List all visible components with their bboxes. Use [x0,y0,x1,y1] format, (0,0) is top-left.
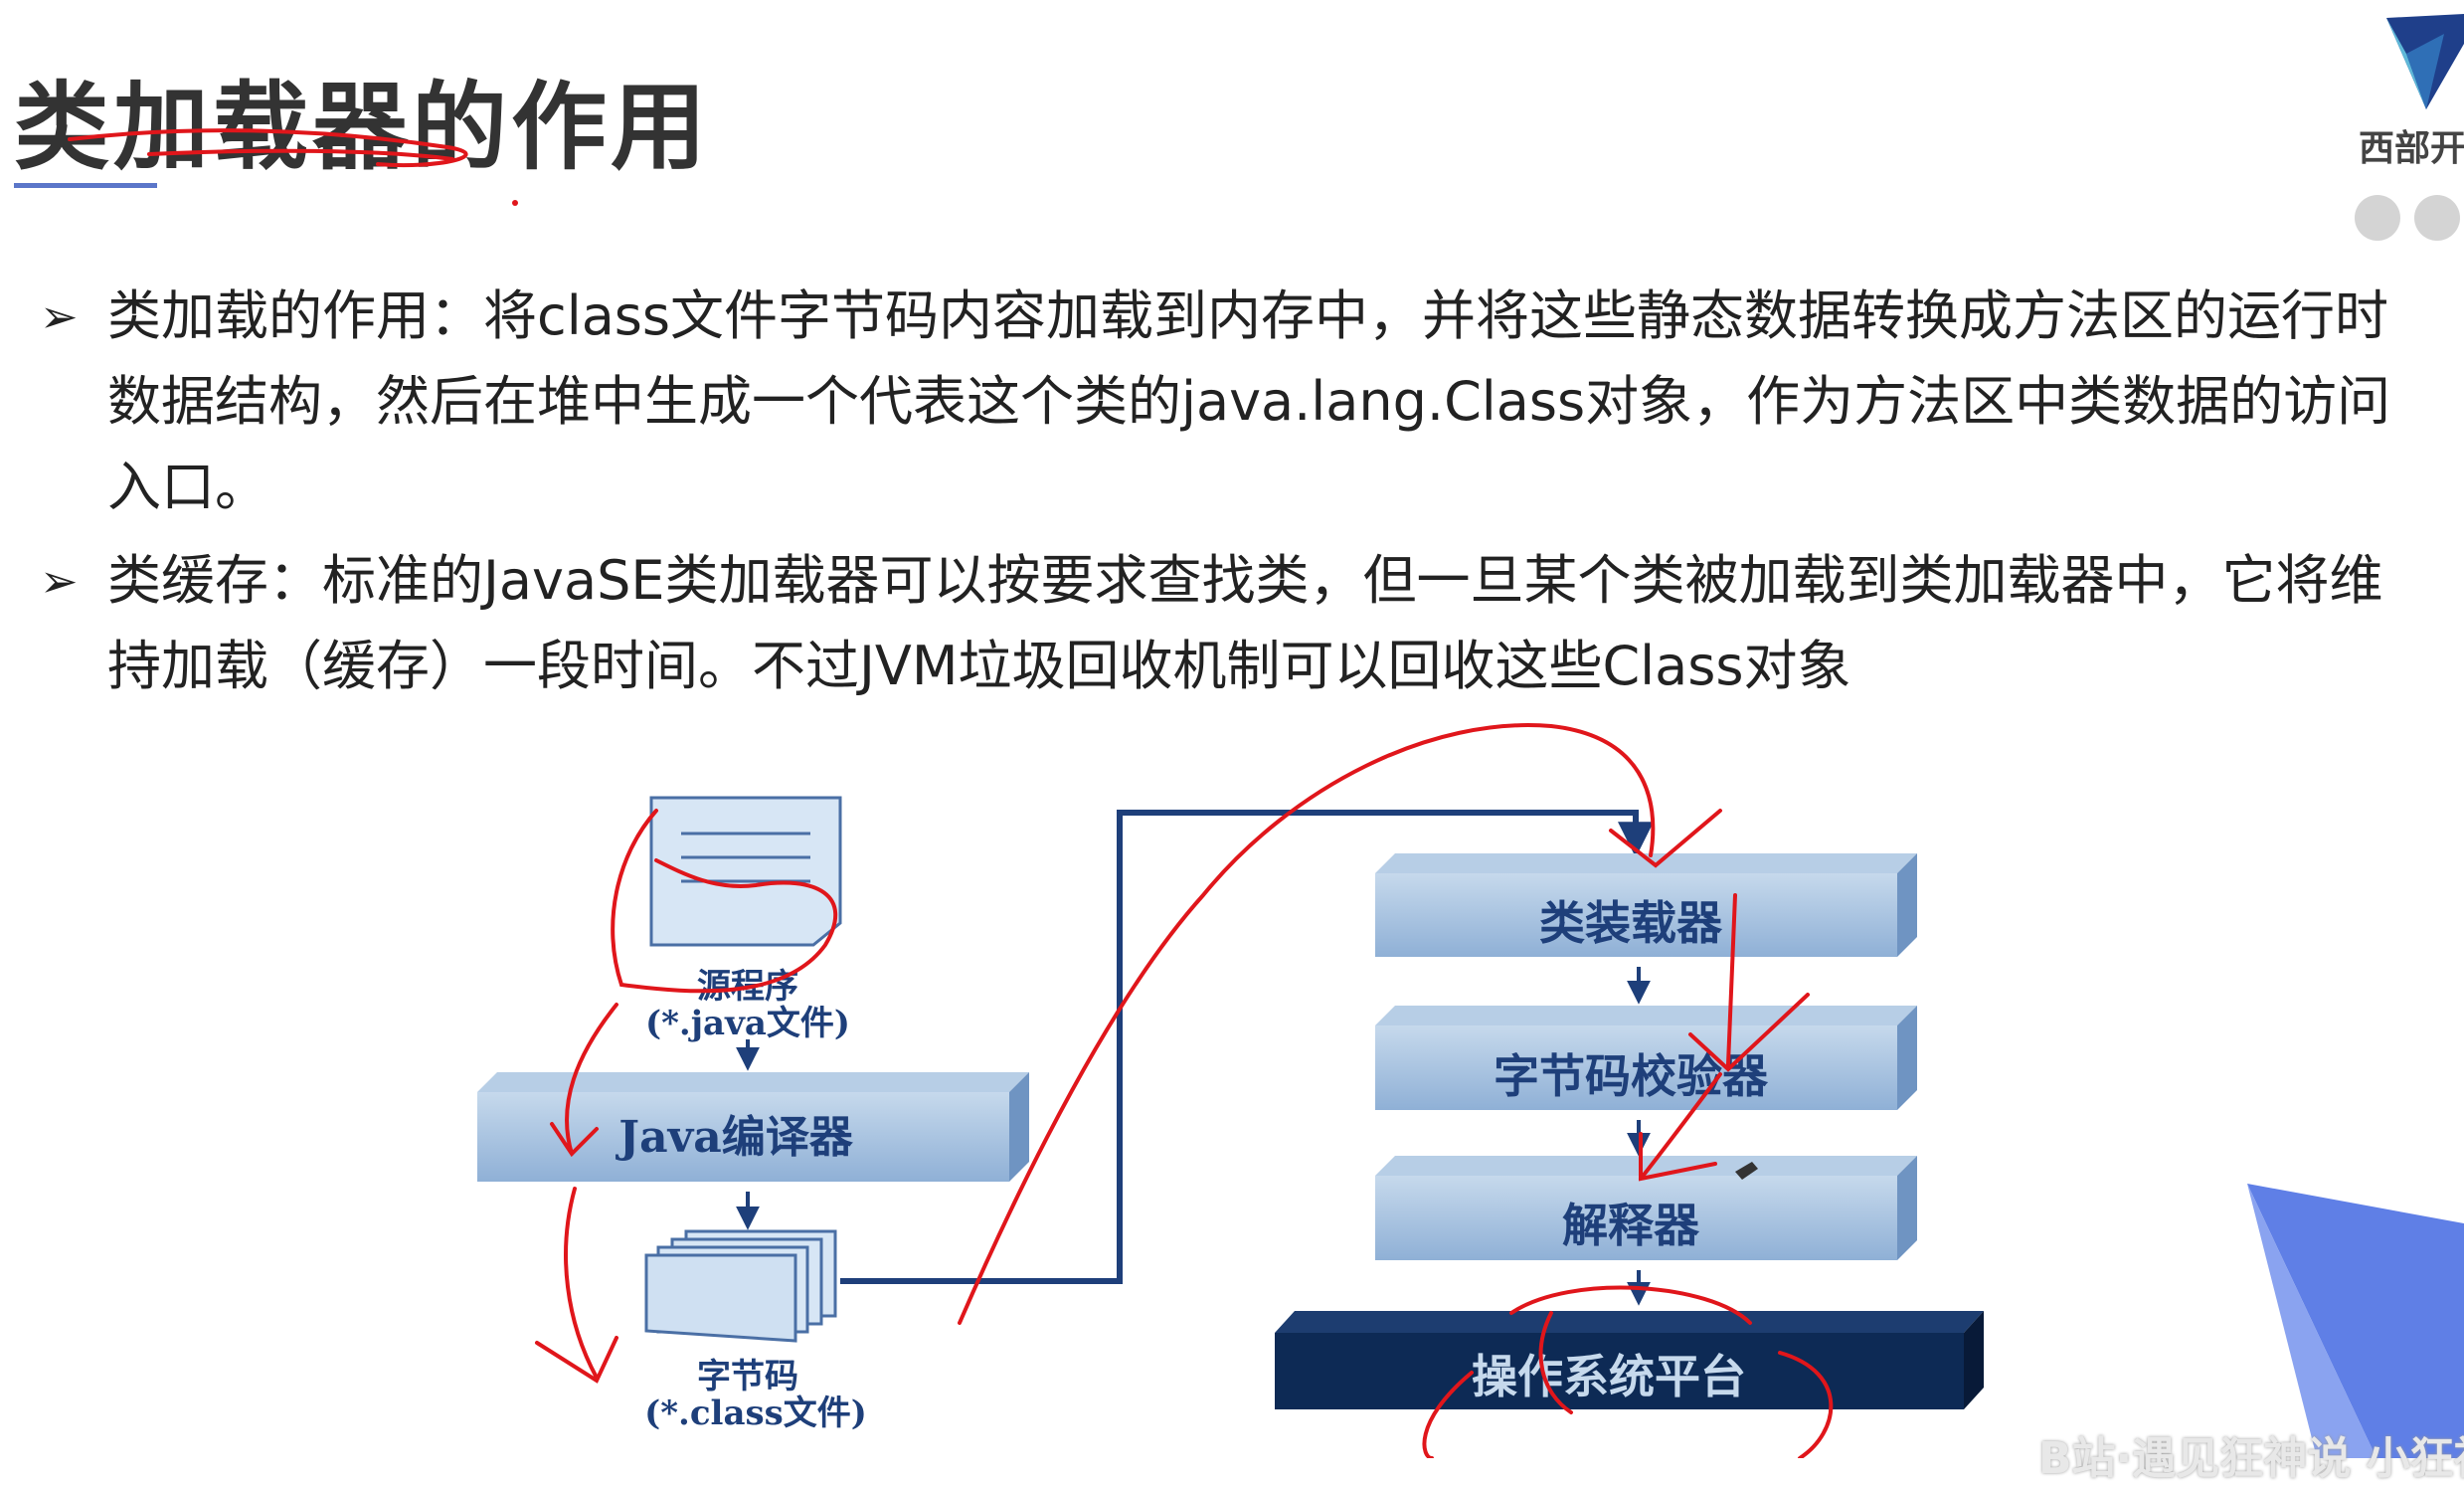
title-underline-rule [14,183,157,188]
bullet-line: 持加载（缓存）一段时间。不过JVM垃圾回收机制可以回收这些Class对象 [107,635,1851,697]
brand-logo-icon [2357,14,2464,173]
source-program-sublabel: (*.java文件) [645,1004,850,1043]
bullet-line: 数据结构，然后在堆中生成一个代表这个类的java.lang.Class对象，作为… [107,370,2391,433]
bytecode-label: 字节码 [697,1357,798,1396]
os-platform-box [1275,1311,1984,1409]
bullet-class-cache: ➢ 类缓存：标准的JavaSE类加载器可以按要求查找类，但一旦某个类被加载到类加… [40,538,2446,709]
bytecode-verifier-box [1375,1006,1917,1110]
corner-decoration-shape [2247,1184,2464,1458]
os-platform-label: 操作系统平台 [1472,1350,1746,1403]
slide-title: 类加载器的作用 [14,72,710,183]
bullet-class-loading-purpose: ➢ 类加载的作用：将class文件字节码内容加载到内存中，并将这些静态数据转换成… [40,274,2446,530]
bullet-arrow-icon: ➢ [40,289,79,343]
bullet-line: 类加载的作用：将class文件字节码内容加载到内存中，并将这些静态数据转换成方法… [107,284,2389,347]
interpreter-label: 解释器 [1562,1199,1700,1252]
interpreter-box [1375,1156,1917,1260]
bullet-line: 入口。 [107,456,268,518]
bullet-arrow-icon: ➢ [40,554,79,608]
bullet-list: ➢ 类加载的作用：将class文件字节码内容加载到内存中，并将这些静态数据转换成… [40,274,2446,709]
class-loader-label: 类装载器 [1539,896,1723,950]
slide-nav-dot-1[interactable] [2355,195,2400,241]
slide-nav-dot-2[interactable] [2414,195,2460,241]
bytecode-files-icon [644,1229,837,1343]
brand-logo-text: 西部开 [2359,128,2464,169]
red-annotation-strokes [68,128,1834,1458]
bullet-line: 类缓存：标准的JavaSE类加载器可以按要求查找类，但一旦某个类被加载到类加载器… [107,549,2383,612]
bytecode-sublabel: (*.class文件) [644,1393,867,1433]
bytecode-verifier-label: 字节码校验器 [1494,1049,1769,1103]
java-compiler-label: Java编译器 [615,1112,853,1163]
class-loader-box [1375,853,1917,957]
video-watermark: B站·遇见狂神说 小狂神 [2038,1433,2464,1484]
pen-cursor-icon [1735,1162,1758,1180]
